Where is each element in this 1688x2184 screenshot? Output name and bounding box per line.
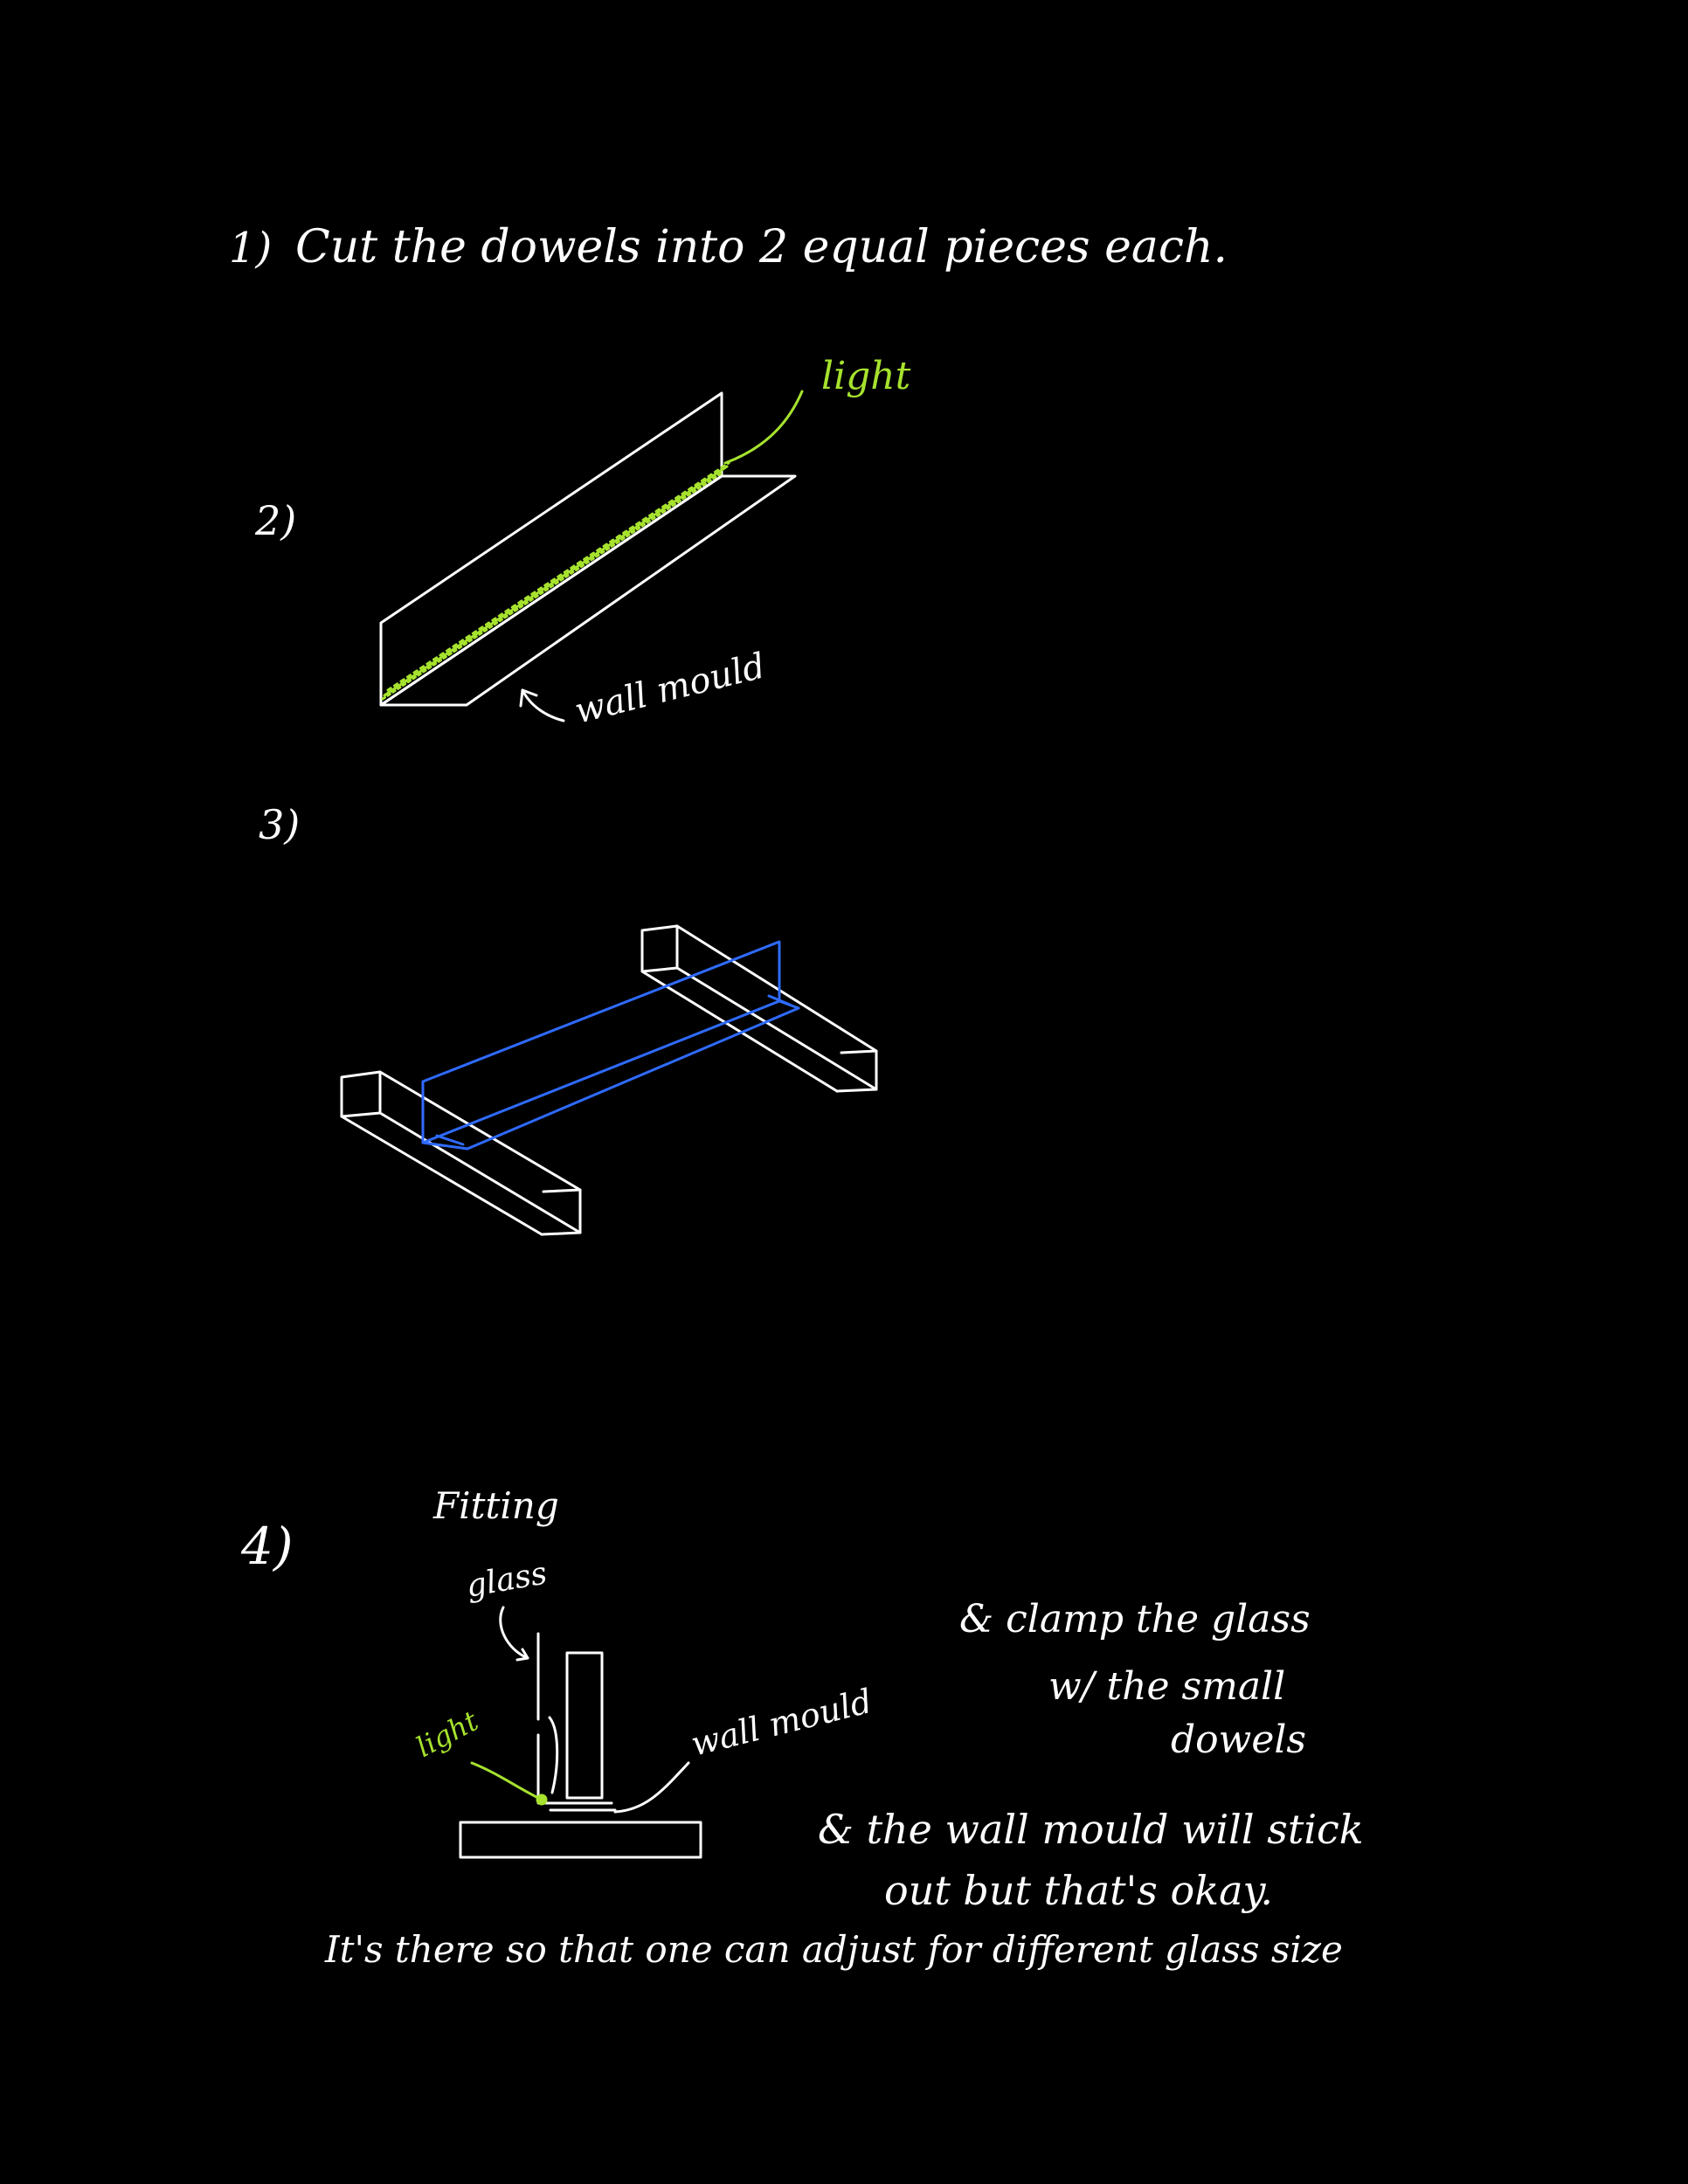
- light-strip: [383, 463, 729, 699]
- step-2: 2) light wall mould: [254, 354, 911, 732]
- step-4-footer: It's there so that one can adjust for di…: [324, 1928, 1343, 1971]
- step-4-number: 4): [240, 1517, 294, 1576]
- wall-mould-back-panel: [381, 393, 722, 705]
- step-1-number: 1): [229, 224, 272, 273]
- wall-mould-label: wall mould: [571, 646, 769, 731]
- dowel-front: [342, 1072, 580, 1234]
- step-4-notes: & clamp the glass w/ the small dowels & …: [818, 1597, 1364, 1914]
- note-line-3: dowels: [1171, 1717, 1306, 1762]
- light-leader-line: [725, 391, 802, 463]
- wall-mould-section: [567, 1653, 602, 1798]
- wall-mould-label-step4: wall mould: [688, 1682, 876, 1764]
- wall-mould-arrow: [522, 690, 564, 721]
- note-line-2: w/ the small: [1048, 1664, 1285, 1709]
- note-line-1: & clamp the glass: [959, 1597, 1311, 1641]
- note-line-4: & the wall mould will stick: [818, 1806, 1364, 1853]
- note-line-5: out but that's okay.: [884, 1867, 1273, 1914]
- light-point: [536, 1794, 547, 1805]
- fitting-label: Fitting: [432, 1484, 559, 1527]
- base-dowel-section: [460, 1822, 701, 1857]
- step-1: 1) Cut the dowels into 2 equal pieces ea…: [229, 221, 1228, 273]
- step-1-instruction: Cut the dowels into 2 equal pieces each.: [295, 221, 1228, 273]
- light-label-step4: light: [411, 1704, 484, 1765]
- wall-mould-leader-step4: [615, 1763, 688, 1812]
- step-2-number: 2): [254, 497, 296, 544]
- step-3: 3): [259, 801, 876, 1234]
- glass-panel: [423, 942, 799, 1149]
- light-label: light: [821, 354, 911, 398]
- glass-leader-arrow: [501, 1607, 528, 1660]
- section-drawing: [460, 1634, 701, 1857]
- step-3-number: 3): [259, 801, 300, 848]
- light-leader-step4: [472, 1763, 538, 1798]
- step-4: 4) Fitting glass light wall mould & clam…: [240, 1484, 1364, 1971]
- wall-mould-drawing: light wall mould: [381, 354, 911, 732]
- glass-label: glass: [463, 1555, 550, 1605]
